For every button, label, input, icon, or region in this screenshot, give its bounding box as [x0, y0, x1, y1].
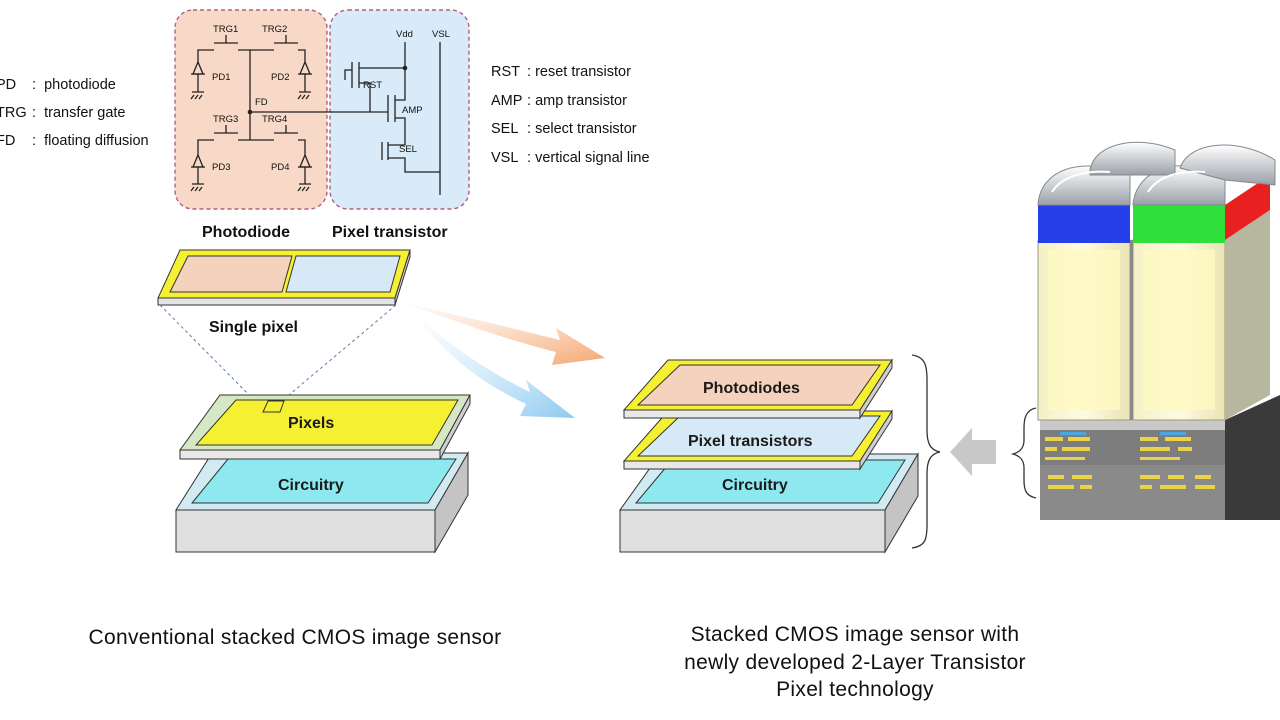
legend-desc: : vertical signal line [527, 150, 650, 166]
pd2-label: PD2 [271, 72, 289, 83]
vsl-label: VSL [432, 29, 450, 40]
legend-desc-text: transfer gate [44, 105, 126, 121]
conventional-caption-text: Conventional stacked CMOS image sensor [88, 626, 502, 649]
new-caption-line3: Pixel technology [776, 678, 934, 701]
pixel-transistors-label: Pixel transistors [688, 433, 813, 450]
legend-desc: : floating diffusion [32, 133, 149, 149]
trg1-label: TRG1 [213, 24, 238, 35]
conventional-caption: Conventional stacked CMOS image sensor [30, 624, 560, 652]
photodiodes-label: Photodiodes [703, 380, 800, 397]
trg2-label: TRG2 [262, 24, 287, 35]
projection-lines [159, 304, 397, 409]
legend-desc-text: reset transistor [535, 64, 631, 80]
legend-desc-text: floating diffusion [44, 133, 149, 149]
photodiode-frame [174, 9, 328, 210]
pixel-circuit: TRG1 TRG2 TRG3 TRG4 PD1 PD2 PD3 PD4 FD V… [174, 9, 470, 210]
right-stack [619, 358, 919, 554]
circuit-wires [190, 35, 441, 195]
right-brace [911, 354, 941, 549]
single-pixel-label: Single pixel [209, 319, 298, 336]
legend-desc: : reset transistor [527, 64, 631, 80]
new-sensor-caption: Stacked CMOS image sensor with newly dev… [600, 621, 1110, 704]
fd-label: FD [255, 97, 268, 108]
rst-label: RST [363, 80, 382, 91]
legend-abbr: RST [491, 64, 520, 80]
pd3-label: PD3 [212, 162, 230, 173]
vdd-label: Vdd [396, 29, 413, 40]
trg4-label: TRG4 [262, 114, 287, 125]
pd4-label: PD4 [271, 162, 289, 173]
blue-arrow [418, 318, 575, 418]
circuitry-right-label: Circuitry [722, 477, 788, 494]
transition-arrows [405, 303, 605, 418]
legend-desc: : select transistor [527, 121, 637, 137]
legend-desc: : transfer gate [32, 105, 126, 121]
legend-abbr: SEL [491, 121, 519, 137]
legend-desc-text: photodiode [44, 77, 116, 93]
legend-abbr: TRG [0, 105, 27, 121]
grey-arrow [950, 428, 996, 476]
fd-node [247, 109, 253, 115]
photodiode-heading: Photodiode [202, 224, 290, 241]
sensor-3d-illustration [1037, 141, 1280, 520]
legend-abbr: VSL [491, 150, 519, 166]
small-brace [1010, 407, 1037, 499]
pixel-transistor-heading: Pixel transistor [332, 224, 448, 241]
pd1-label: PD1 [212, 72, 230, 83]
transistor-frame [329, 9, 470, 210]
sel-label: SEL [399, 144, 417, 155]
legend-desc-text: vertical signal line [535, 150, 650, 166]
legend-abbr: AMP [491, 93, 523, 109]
legend-abbr: PD [0, 77, 17, 93]
legend-desc-text: select transistor [535, 121, 637, 137]
new-caption-line1: Stacked CMOS image sensor with [690, 623, 1020, 646]
single-pixel [157, 249, 411, 306]
amp-label: AMP [402, 105, 423, 116]
legend-desc-text: amp transistor [535, 93, 627, 109]
new-caption-line2: newly developed 2-Layer Transistor [684, 650, 1026, 674]
legend-desc: : photodiode [32, 77, 116, 93]
left-stack [175, 394, 471, 554]
legend-desc: : amp transistor [527, 93, 627, 109]
pixels-label: Pixels [288, 415, 334, 432]
vdd-node [402, 65, 408, 71]
orange-arrow [405, 303, 605, 365]
trg3-label: TRG3 [213, 114, 238, 125]
legend-abbr: FD [0, 133, 16, 149]
circuitry-left-label: Circuitry [278, 477, 344, 494]
